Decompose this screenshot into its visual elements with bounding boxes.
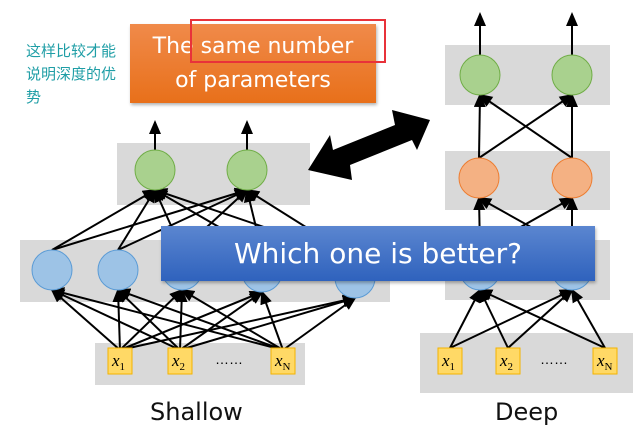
connection-edge: [50, 289, 181, 351]
input-box: [495, 347, 521, 375]
connection-edge: [116, 288, 181, 351]
neuron-node: [226, 149, 268, 191]
input-subscript: N: [605, 361, 613, 373]
neuron-node: [31, 249, 73, 291]
highlight-box: [190, 19, 386, 63]
connection-edge: [571, 288, 606, 349]
neuron-node: [134, 149, 176, 191]
neuron-node: [551, 54, 593, 96]
connection-edge: [449, 288, 481, 349]
question-banner: Which one is better?: [161, 226, 595, 281]
connection-edge: [180, 288, 284, 351]
input-box: [270, 347, 296, 375]
neuron-node: [97, 249, 139, 291]
deep-label: Deep: [495, 398, 559, 426]
connection-edge: [282, 296, 357, 351]
neuron-node: [459, 54, 501, 96]
connection-edge: [260, 290, 284, 351]
input-subscript: 1: [120, 361, 126, 373]
input-box: [107, 347, 133, 375]
ellipsis: ……: [215, 351, 243, 367]
input-subscript: 2: [180, 361, 186, 373]
connection-edge: [478, 289, 606, 349]
connection-edge: [51, 187, 249, 251]
input-box: [592, 347, 618, 375]
callout-line-2: of parameters: [175, 68, 331, 93]
connection-edge: [179, 295, 357, 351]
callout-line-1: The same number: [152, 34, 354, 59]
input-box: [437, 347, 463, 375]
double-arrow-icon: [308, 110, 430, 180]
input-box: [167, 347, 193, 375]
connection-edge: [507, 288, 574, 349]
connection-edge: [449, 289, 574, 349]
connection-edge: [117, 189, 249, 251]
neuron-node: [458, 157, 500, 199]
connection-edge: [50, 287, 284, 351]
connection-edge: [51, 188, 157, 251]
neuron-node: [551, 157, 593, 199]
connection-edge: [179, 290, 264, 351]
connection-edge: [119, 288, 184, 351]
input-subscript: 1: [450, 361, 456, 373]
connection-edge: [473, 93, 486, 159]
connection-edge: [478, 93, 573, 159]
comment-note: 这样比较才能说明深度的优势: [26, 42, 117, 106]
connection-edge: [119, 290, 264, 351]
same-parameters-callout: The same number of parameters: [130, 24, 376, 103]
connection-edge: [116, 288, 284, 351]
connection-edge: [117, 188, 157, 251]
shallow-label: Shallow: [150, 398, 243, 426]
input-subscript: 2: [508, 361, 514, 373]
input-subscript: N: [283, 361, 291, 373]
ellipsis: ……: [540, 351, 568, 367]
